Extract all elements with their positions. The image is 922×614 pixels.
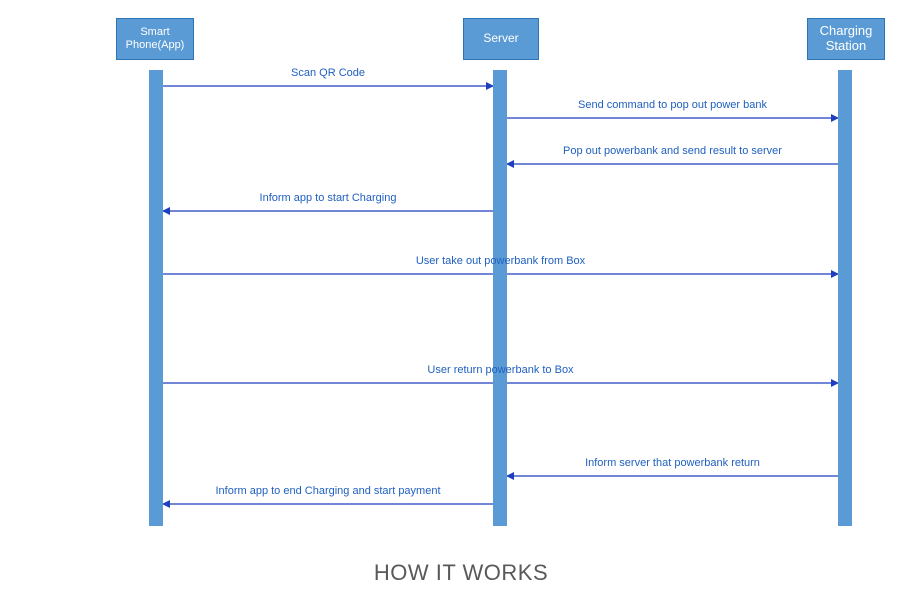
- message-label-1: Scan QR Code: [291, 67, 365, 79]
- message-label-8: Inform app to end Charging and start pay…: [215, 485, 441, 497]
- message-label-6: User return powerbank to Box: [427, 364, 574, 376]
- footer-title: HOW IT WORKS: [373, 560, 549, 585]
- message-label-7: Inform server that powerbank return: [585, 457, 760, 469]
- actor-server: Server: [463, 18, 539, 60]
- actor-station: Charging Station: [807, 18, 885, 60]
- message-label-5: User take out powerbank from Box: [415, 255, 586, 267]
- lifeline-server: [493, 70, 507, 526]
- message-label-2: Send command to pop out power bank: [578, 99, 767, 111]
- message-label-3: Pop out powerbank and send result to ser…: [563, 145, 782, 157]
- message-label-4: Inform app to start Charging: [259, 192, 397, 204]
- lifeline-station: [838, 70, 852, 526]
- actor-app: Smart Phone(App): [116, 18, 194, 60]
- lifeline-app: [149, 70, 163, 526]
